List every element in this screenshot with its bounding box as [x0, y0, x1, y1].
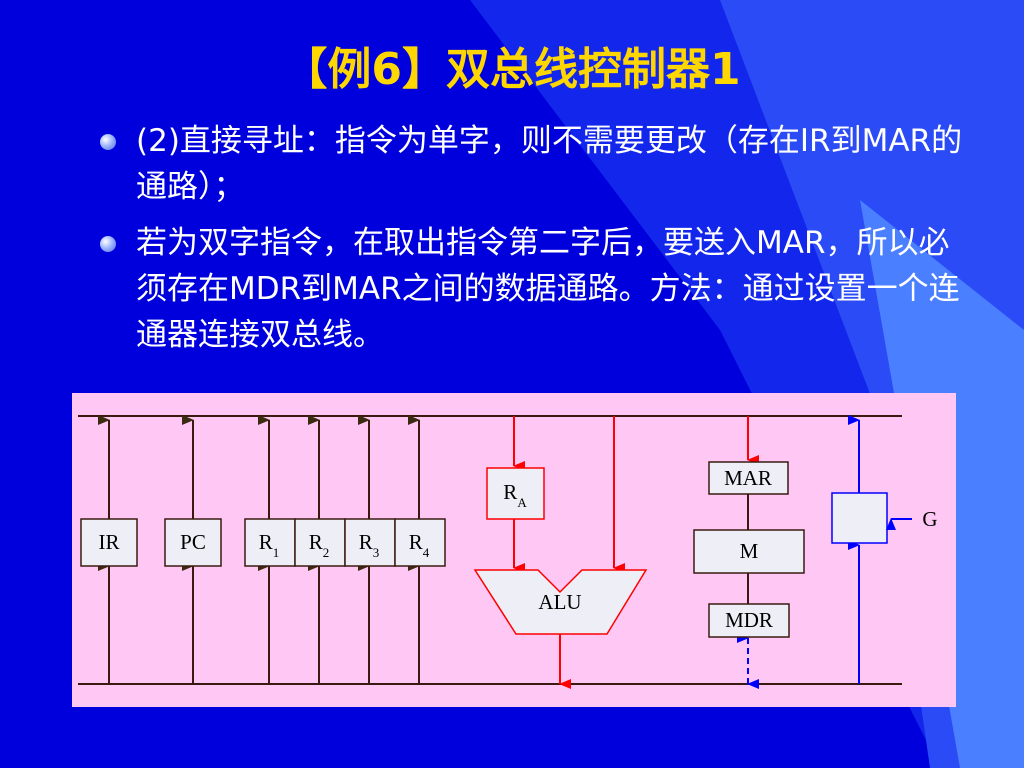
alu-unit: ALU [473, 569, 648, 635]
svg-text:RA: RA [503, 480, 527, 510]
svg-text:R4: R4 [409, 530, 430, 560]
dual-bus-diagram: IR PC R1 R2 R3 R4 RA ALU [72, 393, 956, 707]
mar-register: MAR [708, 461, 789, 495]
bullet-list: (2)直接寻址：指令为单字，则不需要更改（存在IR到MAR的通路）； 若为双字指… [100, 118, 980, 368]
r3-label-base: R [359, 530, 373, 554]
svg-text:R1: R1 [259, 530, 280, 560]
alu-label: ALU [538, 590, 581, 614]
ir-register: IR [80, 518, 138, 567]
r1-label-base: R [259, 530, 273, 554]
bus-connector: G [831, 415, 938, 684]
alu-datapath [513, 416, 625, 689]
bullet-item: 若为双字指令，在取出指令第二字后，要送入MAR，所以必须存在MDR到MAR之间的… [100, 220, 980, 358]
r3-label-sub: 3 [373, 545, 380, 560]
r4-register: R4 [394, 518, 446, 567]
ir-label: IR [99, 530, 120, 554]
r2-label-sub: 2 [323, 545, 330, 560]
m-label: M [740, 539, 759, 563]
g-connector-box [831, 492, 888, 544]
bullet-text: 若为双字指令，在取出指令第二字后，要送入MAR，所以必须存在MDR到MAR之间的… [136, 225, 960, 353]
r4-label-sub: 4 [423, 545, 430, 560]
g-label: G [922, 507, 937, 531]
r2-register: R2 [294, 518, 346, 567]
bullet-text: (2)直接寻址：指令为单字，则不需要更改（存在IR到MAR的通路）； [136, 123, 963, 205]
mdr-register: MDR [708, 603, 790, 638]
pc-register: PC [164, 518, 222, 567]
bullet-item: (2)直接寻址：指令为单字，则不需要更改（存在IR到MAR的通路）； [100, 118, 980, 210]
r3-register: R3 [344, 518, 396, 567]
register-connections [98, 415, 420, 684]
mar-label: MAR [724, 466, 772, 490]
r1-label-sub: 1 [273, 545, 280, 560]
svg-text:R3: R3 [359, 530, 380, 560]
slide-title: 【例6】双总线控制器1 [283, 44, 741, 95]
bullet-dot-icon [100, 236, 116, 252]
svg-text:R2: R2 [309, 530, 330, 560]
r2-label-base: R [309, 530, 323, 554]
ra-label-base: R [503, 480, 517, 504]
pc-label: PC [180, 530, 206, 554]
mdr-label: MDR [725, 608, 773, 632]
ra-label-sub: A [517, 495, 527, 510]
r4-label-base: R [409, 530, 423, 554]
bullet-dot-icon [100, 134, 116, 150]
ra-register: RA [486, 467, 545, 520]
r1-register: R1 [244, 518, 296, 567]
memory-unit: M [693, 529, 805, 574]
